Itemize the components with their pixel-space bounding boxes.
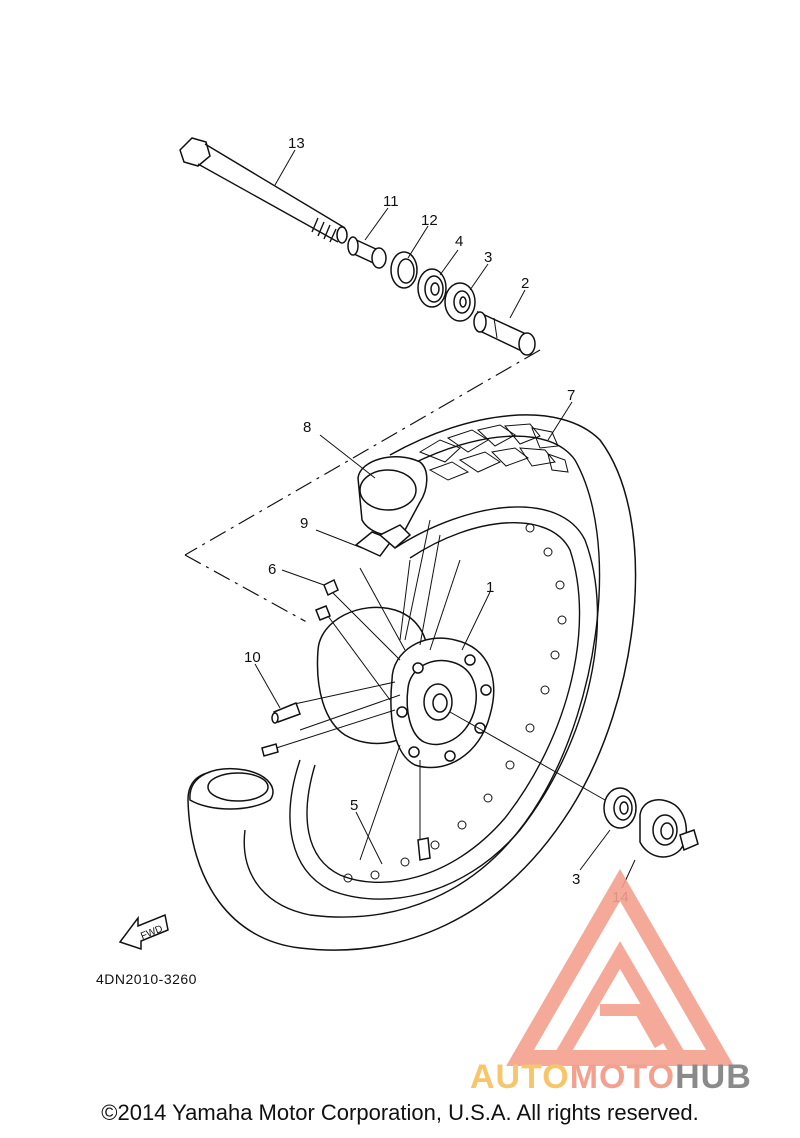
callout-9: 9 [300,515,308,532]
callout-11: 11 [383,193,399,210]
tube-part [357,456,428,536]
callout-3-upper: 3 [484,249,492,266]
callout-1: 1 [486,579,494,596]
collar-part [347,236,387,269]
callout-8: 8 [303,419,311,436]
meter-gear-part [639,799,699,858]
axle-part [179,137,348,244]
watermark-part-auto: AUTO [470,1058,570,1096]
fwd-arrow-icon: FWD [118,913,169,951]
oil-seal-part [390,251,418,289]
bearing-3-lower-part [603,787,637,829]
bearing-3-upper-part [444,282,476,322]
callout-12: 12 [421,212,438,229]
rim-band-part [354,524,412,557]
rim-part [289,506,599,900]
callout-10: 10 [244,649,261,666]
callout-6: 6 [268,561,276,578]
watermark-logo-icon [506,869,734,1066]
rim-spoke-holes [343,523,567,883]
callout-13: 13 [288,135,305,152]
spokes-part [261,519,461,861]
callout-5: 5 [350,797,358,814]
watermark-part-moto: MOTO [570,1058,675,1096]
copyright-notice: ©2014 Yamaha Motor Corporation, U.S.A. A… [101,1100,699,1125]
spacer-part [473,310,536,356]
callout-3-lower: 3 [572,871,580,888]
svg-text:AUTOMOTOHUB: AUTOMOTOHUB [470,1058,752,1096]
callout-2: 2 [521,275,529,292]
callout-4: 4 [455,233,463,250]
callout-7: 7 [567,387,575,404]
leader-lines [254,149,636,889]
watermark-text: AUTOMOTOHUB [470,1058,752,1096]
watermark-part-hub: HUB [675,1058,752,1096]
drawing-code: 4DN2010-3260 [96,971,197,987]
bearing-4-part [417,268,447,308]
